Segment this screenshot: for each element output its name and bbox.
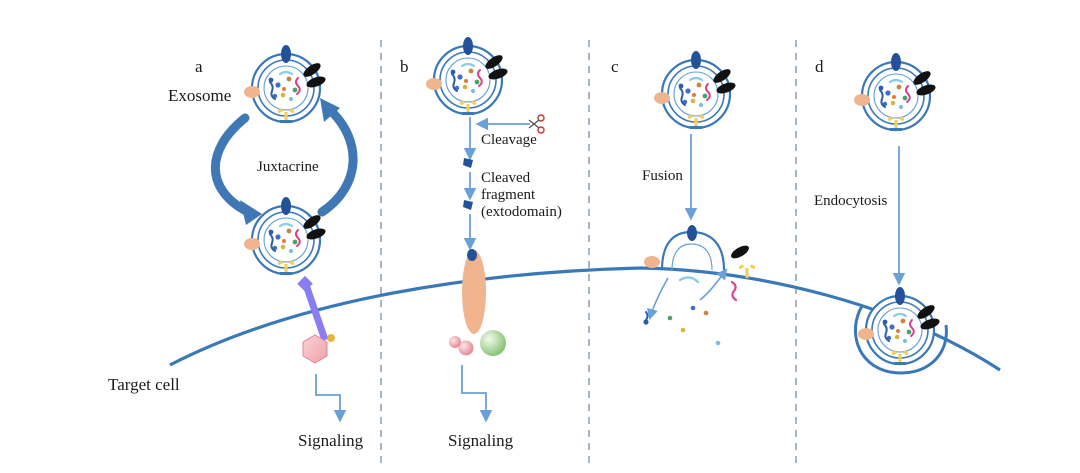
exosome-c bbox=[652, 49, 739, 131]
exosome-b bbox=[424, 35, 511, 117]
scissors-icon bbox=[528, 114, 545, 134]
panel-b: b Cleavage Cleaved fragment (extodomain)… bbox=[400, 35, 562, 450]
panel-d-letter: d bbox=[815, 57, 824, 76]
exosome-internalized bbox=[856, 285, 943, 367]
cleaved-label-l2: fragment bbox=[481, 187, 536, 203]
exosome-bottom bbox=[242, 195, 329, 277]
panel-d: d Endocytosis bbox=[814, 51, 948, 375]
endocytic-pocket bbox=[853, 305, 948, 375]
green-ball bbox=[480, 330, 506, 356]
exosome-d bbox=[852, 51, 939, 133]
signaling-arrow-a bbox=[315, 374, 347, 423]
panel-c: c Fusion bbox=[611, 49, 756, 346]
cleavage-label: Cleavage bbox=[481, 132, 537, 148]
juxtacrine-arrow-right bbox=[317, 105, 358, 217]
exosome-top bbox=[242, 43, 329, 125]
juxtacrine-label: Juxtacrine bbox=[257, 159, 319, 175]
target-cell-label: Target cell bbox=[108, 375, 180, 394]
exosome-label: Exosome bbox=[168, 86, 231, 105]
panel-a: a Exosome Juxtacrine Signaling bbox=[168, 43, 364, 450]
panel-b-letter: b bbox=[400, 57, 409, 76]
receptor-hexagon bbox=[302, 334, 328, 364]
panel-c-letter: c bbox=[611, 57, 619, 76]
endocytosis-label: Endocytosis bbox=[814, 193, 887, 209]
fusion-label: Fusion bbox=[642, 168, 683, 184]
cleaved-label-l3: (extodomain) bbox=[481, 204, 562, 220]
signaling-arrow-b bbox=[461, 365, 493, 423]
signaling-label-a: Signaling bbox=[298, 431, 364, 450]
cleaved-label-l1: Cleaved bbox=[481, 170, 531, 186]
receptor-b bbox=[462, 250, 486, 334]
panel-a-letter: a bbox=[195, 57, 203, 76]
juxtacrine-arrow-left bbox=[210, 113, 253, 217]
signaling-label-b: Signaling bbox=[448, 431, 514, 450]
